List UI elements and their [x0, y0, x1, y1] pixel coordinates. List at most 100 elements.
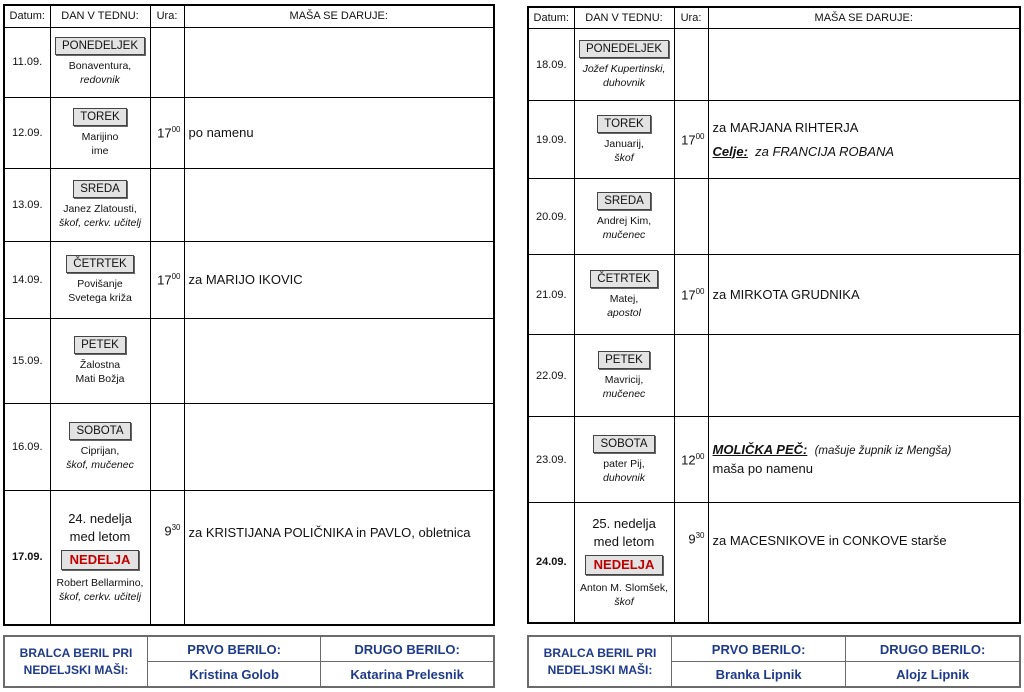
- header-time: Ura:: [673, 6, 709, 29]
- table-row: 11.09. PONEDELJEK Bonaventura, redovnik: [3, 26, 495, 98]
- table-row: 14.09. ČETRTEK Povišanje Svetega križa 1…: [3, 240, 495, 319]
- day-cell: SREDA Andrej Kim, mučenec: [573, 178, 675, 255]
- time-minutes: 30: [171, 522, 181, 532]
- header-day: DAN V TEDNU:: [49, 4, 151, 28]
- day-cell: SREDA Janez Zlatousti, škof, cerkv. učit…: [49, 167, 151, 242]
- day-cell: PETEK Mavricij, mučenec: [573, 334, 675, 417]
- day-cell: ČETRTEK Povišanje Svetega križa: [49, 240, 151, 319]
- time-hour: 17: [681, 287, 696, 303]
- location-label: MOLIČKA PEČ:: [712, 442, 808, 457]
- time-hour: 17: [157, 125, 172, 141]
- time-cell: 1700: [149, 96, 185, 169]
- table-row: 13.09. SREDA Janez Zlatousti, škof, cerk…: [3, 167, 495, 242]
- saint-name: Mavricij,: [604, 373, 644, 386]
- table-row: 23.09. SOBOTA pater Pij, duhovnik 1200 M…: [527, 416, 1021, 503]
- schedule-table: Datum: DAN V TEDNU: Ura: MAŠA SE DARUJE:…: [527, 6, 1021, 624]
- saint-title: mučenec: [602, 387, 646, 400]
- celebrant-note: (mašuje župnik iz Mengša): [814, 445, 952, 457]
- first-reader-name: Kristina Golob: [146, 661, 322, 688]
- table-row: 15.09. PETEK Žalostna Mati Božja: [3, 317, 495, 404]
- saint-title: škof, mučenec: [66, 458, 134, 471]
- date-cell: 11.09.: [3, 26, 51, 98]
- sunday-title-line1: 24. nedelja: [68, 511, 132, 527]
- header-row: Datum: DAN V TEDNU: Ura: MAŠA SE DARUJE:: [3, 4, 495, 28]
- table-row: 20.09. SREDA Andrej Kim, mučenec: [527, 178, 1021, 255]
- second-reader-name: Alojz Lipnik: [845, 661, 1021, 688]
- time-cell: 1700: [149, 240, 185, 319]
- day-cell: PONEDELJEK Bonaventura, redovnik: [49, 26, 151, 98]
- saint-title: škof, cerkv. učitelj: [58, 216, 142, 229]
- day-name-label: PETEK: [598, 350, 650, 369]
- mass-cell: [707, 28, 1021, 101]
- time-minutes: 00: [695, 286, 705, 296]
- day-name-label: TOREK: [73, 107, 127, 126]
- saint-name: Anton M. Slomšek,: [579, 582, 669, 595]
- header-date: Datum:: [527, 6, 575, 29]
- day-cell: SOBOTA pater Pij, duhovnik: [573, 416, 675, 503]
- table-row: 16.09. SOBOTA Ciprijan, škof, mučenec: [3, 402, 495, 491]
- day-cell: TOREK Marijino ime: [49, 96, 151, 169]
- first-reading-label: PRVO BERILO:: [670, 635, 847, 662]
- mass-cell: [183, 317, 495, 404]
- day-name-label: SREDA: [73, 179, 127, 198]
- date-cell: 16.09.: [3, 402, 51, 491]
- date-cell: 24.09.: [527, 502, 575, 623]
- saint-name: pater Pij,: [603, 457, 645, 470]
- saint-name: Ciprijan,: [80, 444, 120, 457]
- saint-title: škof: [614, 596, 634, 609]
- saint-title: redovnik: [80, 74, 120, 86]
- table-row: 21.09. ČETRTEK Matej, apostol 1700 za MI…: [527, 254, 1021, 335]
- day-cell: SOBOTA Ciprijan, škof, mučenec: [49, 402, 151, 491]
- saint-title: mučenec: [602, 228, 646, 241]
- time-hour: 17: [157, 272, 172, 288]
- header-row: Datum: DAN V TEDNU: Ura: MAŠA SE DARUJE:: [527, 6, 1021, 29]
- table-row: 19.09. TOREK Januarij, škof 1700 za MARJ…: [527, 100, 1021, 179]
- date-cell: 23.09.: [527, 416, 575, 503]
- time-minutes: 00: [171, 124, 181, 134]
- date-cell: 20.09.: [527, 178, 575, 255]
- time-minutes: 30: [695, 531, 705, 540]
- date-cell: 19.09.: [527, 100, 575, 179]
- table-row: 22.09. PETEK Mavricij, mučenec: [527, 334, 1021, 417]
- mass-cell: [183, 402, 495, 491]
- readers-label-line2: NEDELJSKI MAŠI:: [23, 662, 129, 677]
- time-cell: 930: [149, 489, 185, 626]
- header-date: Datum:: [3, 4, 51, 28]
- sunday-title-line1: 25. nedelja: [592, 516, 656, 532]
- week-schedule-right: Datum: DAN V TEDNU: Ura: MAŠA SE DARUJE:…: [527, 6, 1021, 624]
- day-name-label: PETEK: [74, 335, 126, 354]
- date-cell: 21.09.: [527, 254, 575, 335]
- saint-name: Povišanje: [77, 277, 123, 290]
- saint-title: Mati Božja: [75, 372, 125, 385]
- mass-intention: maša po namenu: [712, 461, 813, 476]
- day-name-label: ČETRTEK: [66, 254, 134, 273]
- mass-cell: za KRISTIJANA POLIČNIKA in PAVLO, obletn…: [183, 489, 495, 626]
- time-cell: [149, 402, 185, 491]
- time-cell: 930: [673, 502, 709, 623]
- sunday-label: NEDELJA: [584, 555, 664, 576]
- header-time: Ura:: [149, 4, 185, 28]
- location-label: Celje:: [712, 143, 748, 159]
- saint-name: Bonaventura,: [68, 60, 132, 72]
- day-name-label: PONEDELJEK: [54, 37, 146, 55]
- date-cell: 17.09.: [3, 489, 51, 626]
- second-reader-name: Katarina Prelesnik: [320, 661, 495, 688]
- time-hour: 9: [688, 531, 696, 547]
- header-mass: MAŠA SE DARUJE:: [707, 6, 1021, 29]
- table-row: 18.09. PONEDELJEK Jožef Kupertinski, duh…: [527, 28, 1021, 101]
- first-reader-name: Branka Lipnik: [670, 661, 847, 688]
- sunday-label: NEDELJA: [60, 550, 140, 571]
- mass-cell: za MACESNIKOVE in CONKOVE starše: [707, 502, 1021, 623]
- saint-name: Matej,: [609, 292, 639, 305]
- mass-cell: za MARIJO IKOVIC: [183, 240, 495, 319]
- time-cell: [673, 28, 709, 101]
- time-cell: 1200: [673, 416, 709, 503]
- date-cell: 12.09.: [3, 96, 51, 169]
- mass-cell: za MIRKOTA GRUDNIKA: [707, 254, 1021, 335]
